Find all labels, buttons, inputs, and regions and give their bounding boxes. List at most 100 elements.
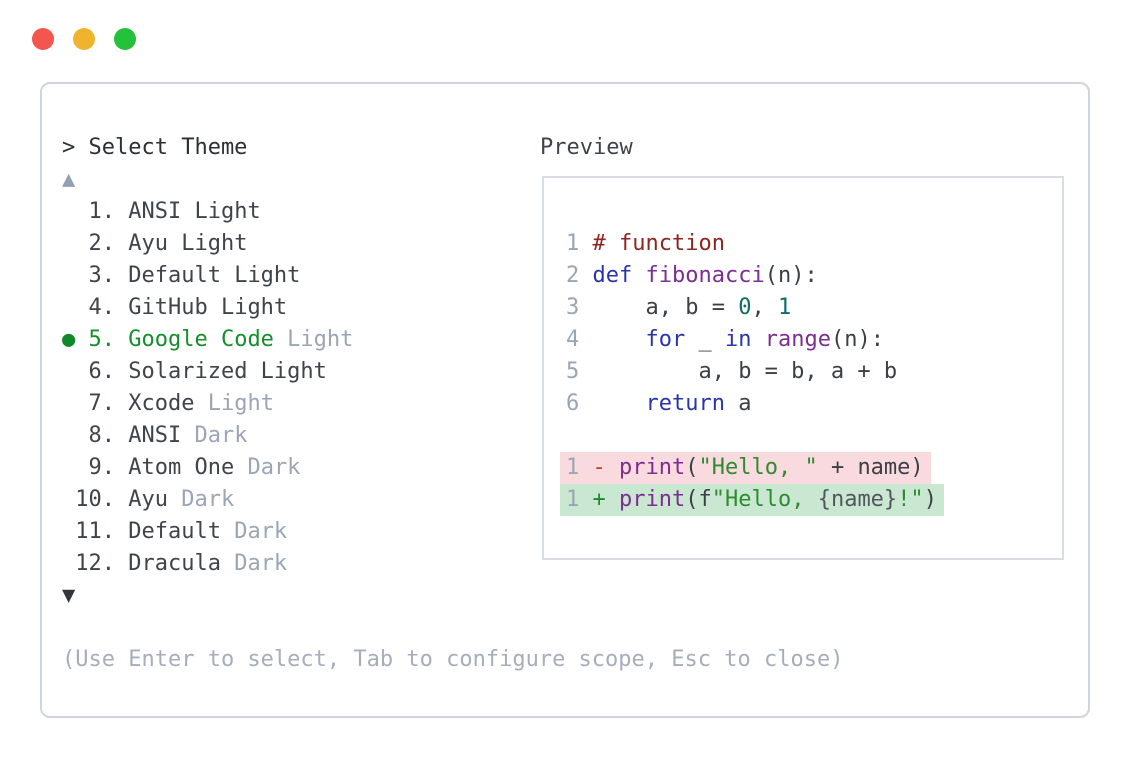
zoom-button[interactable] xyxy=(114,28,136,50)
code-token-t xyxy=(579,263,592,288)
code-token-t xyxy=(579,487,592,512)
theme-option-variant: Light xyxy=(273,327,354,352)
bullet-spacer xyxy=(62,263,75,288)
code-token-t: , xyxy=(751,295,778,320)
diff-added-line: 1 + print(f"Hello, {name}!") xyxy=(560,484,1048,516)
theme-option-variant: Dark xyxy=(234,455,301,480)
theme-option-12[interactable]: 12. Dracula Dark xyxy=(62,548,843,580)
bullet-spacer xyxy=(62,359,75,384)
preview-label: Preview xyxy=(540,135,633,160)
code-line: 4 for _ in range(n): xyxy=(566,324,1048,356)
theme-option-variant: Dark xyxy=(220,551,288,576)
theme-option-name: Atom One xyxy=(128,455,235,480)
scroll-up-icon[interactable]: ▲ xyxy=(62,167,76,192)
dialog-title: > Select Theme xyxy=(62,135,248,160)
code-token-sub: {name} xyxy=(817,487,898,512)
theme-option-name: Default xyxy=(128,519,221,544)
theme-option-number: 3. xyxy=(75,263,129,288)
theme-option-number: 1. xyxy=(75,199,129,224)
code-token-kw: def xyxy=(592,263,633,288)
theme-option-name: Ayu xyxy=(128,487,168,512)
code-line: 5 a, b = b, a + b xyxy=(566,356,1048,388)
theme-option-9[interactable]: 9. Atom One Dark xyxy=(62,452,843,484)
code-token-ln: 3 xyxy=(566,295,580,320)
code-token-kw: for xyxy=(645,327,686,352)
code-line: 2 def fibonacci(n): xyxy=(566,260,1048,292)
close-button[interactable] xyxy=(32,28,54,50)
bullet-spacer xyxy=(62,391,75,416)
code-token-ln: 5 xyxy=(566,359,580,384)
code-token-t xyxy=(579,327,645,352)
code-token-t: ( xyxy=(685,455,699,480)
minimize-button[interactable] xyxy=(73,28,95,50)
bullet-spacer xyxy=(62,199,75,224)
theme-option-number: 5. xyxy=(75,327,129,352)
code-token-t: (f xyxy=(685,487,712,512)
footer-hint: (Use Enter to select, Tab to configure s… xyxy=(62,647,844,672)
theme-option-number: 7. xyxy=(75,391,129,416)
bullet-spacer xyxy=(62,455,75,480)
theme-list: 1. ANSI Light 2. Ayu Light 3. Default Li… xyxy=(62,196,843,580)
code-line xyxy=(566,420,1048,452)
theme-option-number: 11. xyxy=(75,519,129,544)
theme-option-variant: Dark xyxy=(181,423,248,448)
code-line: 1 # function xyxy=(566,228,1048,260)
theme-option-11[interactable]: 11. Default Dark xyxy=(62,516,843,548)
bullet-spacer xyxy=(62,423,75,448)
diff-highlight-band: 1 - print("Hello, " + name) xyxy=(560,452,931,484)
spacer xyxy=(62,612,843,644)
theme-option-4[interactable]: 4. GitHub Light xyxy=(62,292,843,324)
theme-option-name: ANSI xyxy=(128,423,182,448)
code-token-ln: 1 xyxy=(566,455,580,480)
code-token-str: !" xyxy=(897,487,924,512)
code-line: 6 return a xyxy=(566,388,1048,420)
theme-option-number: 2. xyxy=(75,231,129,256)
diff-removed-line: 1 - print("Hello, " + name) xyxy=(560,452,1048,484)
code-token-t: _ xyxy=(685,327,725,352)
code-token-ti: print xyxy=(619,455,686,480)
diff-highlight-band: 1 + print(f"Hello, {name}!") xyxy=(560,484,944,516)
code-token-ln: 1 xyxy=(566,487,580,512)
theme-option-number: 10. xyxy=(75,487,129,512)
code-token-str: "Hello, xyxy=(711,487,818,512)
code-token-ti: fibonacci xyxy=(645,263,765,288)
bullet-spacer xyxy=(62,231,75,256)
theme-option-5[interactable]: ● 5. Google Code Light xyxy=(62,324,843,356)
code-token-t xyxy=(632,263,645,288)
code-token-ti: range xyxy=(764,327,831,352)
bullet-spacer xyxy=(62,519,75,544)
code-token-t: + name) xyxy=(817,455,924,480)
theme-option-3[interactable]: 3. Default Light xyxy=(62,260,843,292)
selected-indicator-icon: ● xyxy=(62,327,76,352)
theme-option-name: Ayu Light xyxy=(128,231,248,256)
theme-option-10[interactable]: 10. Ayu Dark xyxy=(62,484,843,516)
code-token-ti: print xyxy=(619,487,686,512)
code-token-t xyxy=(579,455,592,480)
theme-option-1[interactable]: 1. ANSI Light xyxy=(62,196,843,228)
theme-option-number: 9. xyxy=(75,455,129,480)
theme-option-8[interactable]: 8. ANSI Dark xyxy=(62,420,843,452)
theme-option-name: ANSI Light xyxy=(128,199,261,224)
bullet-spacer xyxy=(62,295,75,320)
code-token-kw: in xyxy=(724,327,752,352)
code-token-t xyxy=(579,391,645,416)
theme-option-variant: Dark xyxy=(220,519,288,544)
code-token-kw: return xyxy=(645,391,725,416)
code-token-num: 0 xyxy=(738,295,752,320)
theme-option-number: 4. xyxy=(75,295,129,320)
code-token-t: (n): xyxy=(764,263,818,288)
theme-option-6[interactable]: 6. Solarized Light xyxy=(62,356,843,388)
code-token-ln: 2 xyxy=(566,263,580,288)
code-token-t: a, b = xyxy=(579,295,739,320)
theme-option-2[interactable]: 2. Ayu Light xyxy=(62,228,843,260)
window-controls xyxy=(32,28,136,50)
theme-option-name: GitHub Light xyxy=(128,295,288,320)
theme-option-7[interactable]: 7. Xcode Light xyxy=(62,388,843,420)
code-token-t xyxy=(579,231,592,256)
theme-option-name: Google Code xyxy=(128,327,274,352)
scroll-down-icon[interactable]: ▼ xyxy=(62,583,76,608)
theme-option-name: Xcode xyxy=(128,391,195,416)
code-token-t: ) xyxy=(923,487,937,512)
